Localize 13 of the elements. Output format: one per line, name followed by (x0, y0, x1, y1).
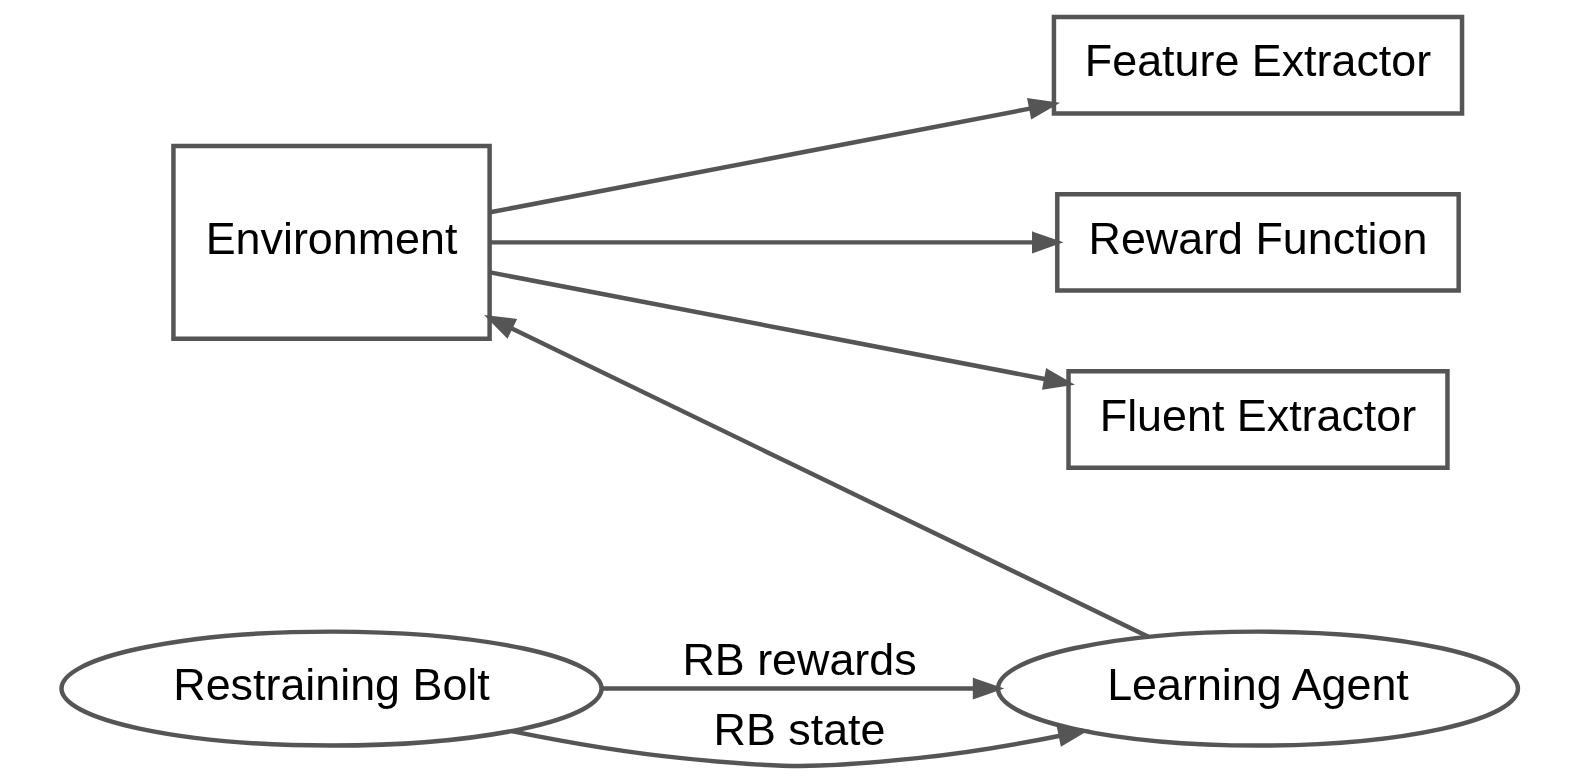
node-box: Environment (170, 143, 492, 342)
arrow (483, 315, 1149, 639)
arrow (601, 677, 1004, 700)
edge-label: RB state (713, 703, 885, 755)
edge-label: RB rewards (681, 634, 917, 686)
arrow (489, 270, 1075, 390)
arrow (489, 231, 1063, 254)
arrow (510, 725, 1089, 769)
arrow (489, 98, 1060, 215)
node-ellipse: Restraining Bolt (58, 629, 604, 748)
node-box: Feature Extractor (1051, 14, 1464, 116)
node-box: Fluent Extractor (1065, 369, 1450, 470)
node-box: Reward Function (1054, 191, 1461, 293)
